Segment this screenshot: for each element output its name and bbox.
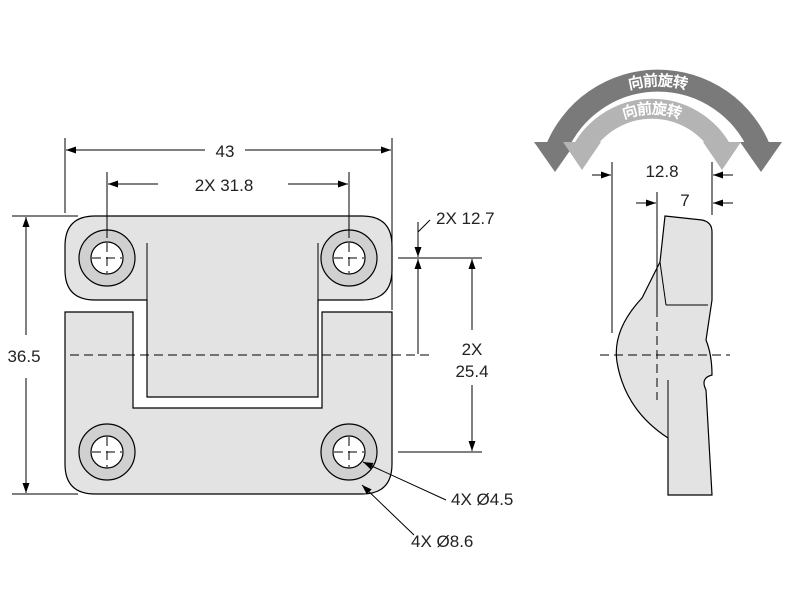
outer-arrow-head-right: [740, 142, 782, 172]
dim-side-offset: 7: [680, 191, 689, 210]
callout-counterbore-diameter: 4X Ø8.6: [411, 532, 473, 551]
dim-overall-width: 43: [216, 142, 235, 161]
dim-offset-12-7: 2X 12.7: [436, 209, 495, 228]
rotation-arrow-outer: 向前旋转: [534, 71, 782, 172]
front-view: [64, 215, 430, 495]
dim-hole-spacing-x: 2X 31.8: [195, 176, 254, 195]
dim-hole-spacing-y-1: 2X: [462, 340, 483, 359]
callout-hole-diameter: 4X Ø4.5: [451, 490, 513, 509]
hole-top-left: [78, 229, 136, 287]
inner-arrow-head-right: [703, 142, 741, 170]
side-dimension-lines: [592, 162, 733, 333]
hole-top-right: [320, 229, 378, 287]
dim-hole-spacing-y-2: 25.4: [455, 362, 488, 381]
side-fold-line-1: [659, 261, 667, 306]
outer-arrow-head-left: [534, 142, 576, 172]
hole-bottom-left: [78, 423, 136, 481]
inner-arrow-head-left: [563, 142, 601, 170]
dimension-lines: [12, 138, 482, 536]
dim-overall-height: 36.5: [7, 347, 40, 366]
hole-bottom-right: [320, 423, 378, 481]
dim-side-width: 12.8: [645, 162, 678, 181]
rotation-arrow-inner: 向前旋转: [563, 99, 741, 170]
side-view: [600, 215, 730, 496]
